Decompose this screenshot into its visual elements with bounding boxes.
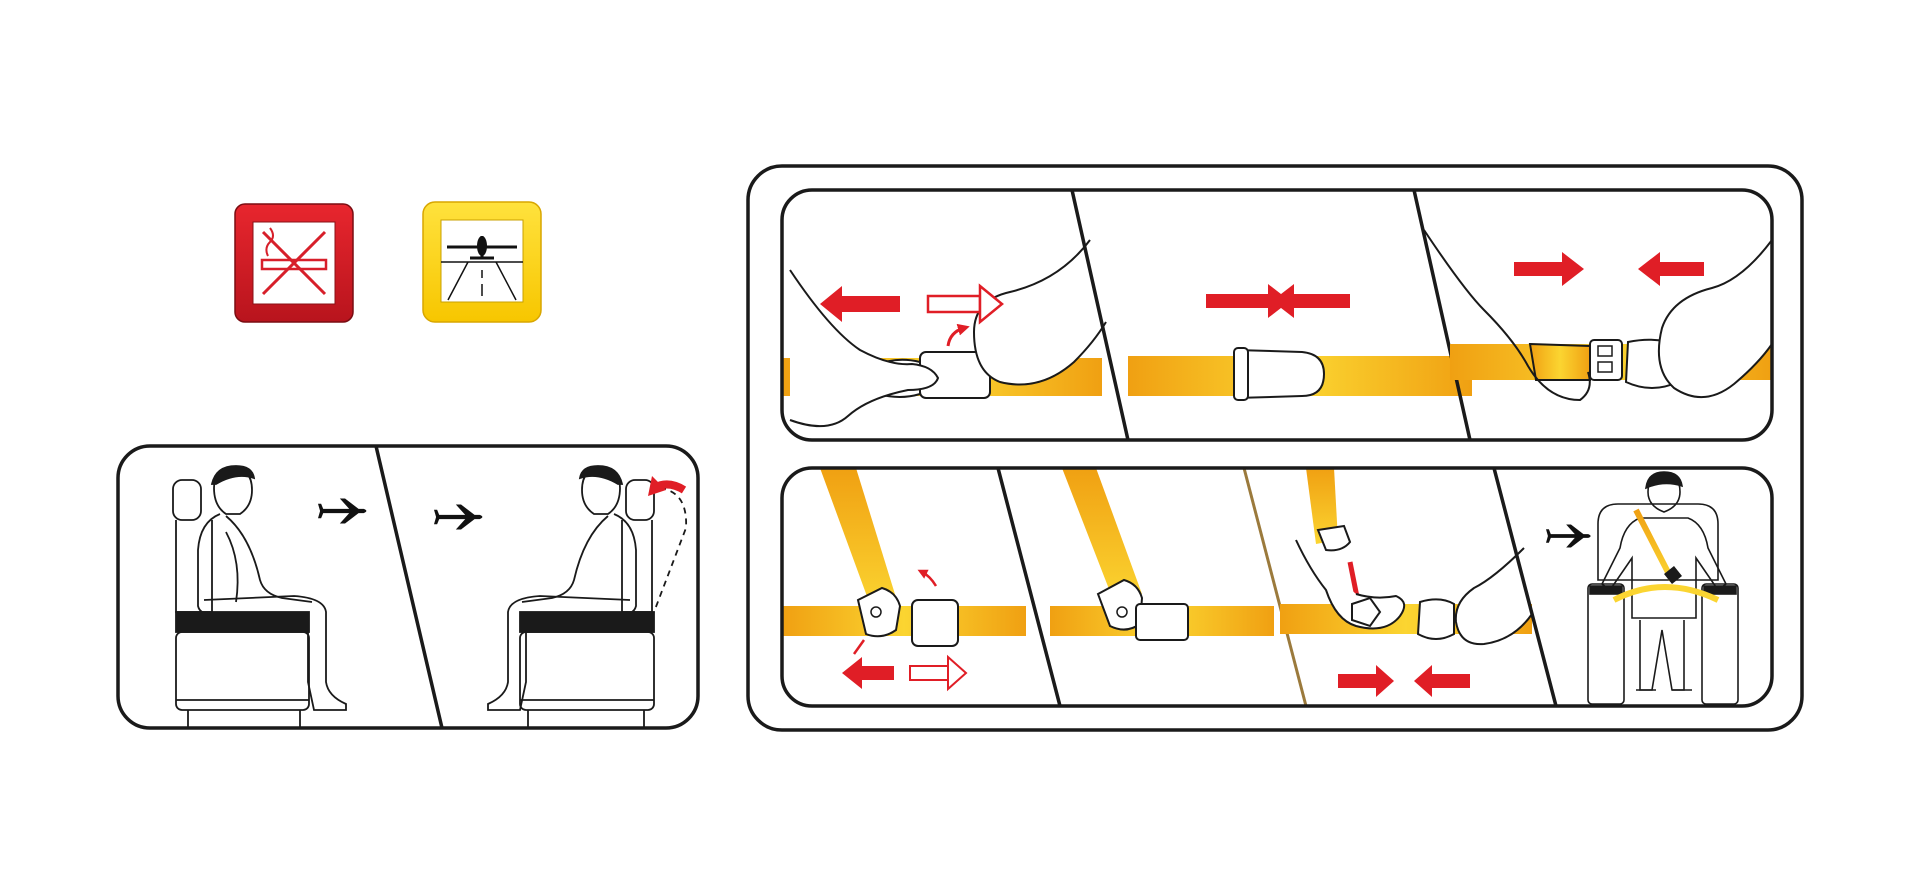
airplane-takeoff-landing-sign-icon (422, 201, 542, 323)
arrow-right-solid (1206, 294, 1270, 308)
fasten-lap-belt (1423, 229, 1772, 402)
unfasten-lap-belt (782, 239, 1107, 428)
arrow-right-solid (1338, 674, 1378, 688)
arrow-right-outline (909, 665, 951, 681)
shoulder-belt-fastened (1050, 468, 1274, 641)
shoulder-strap (1633, 508, 1675, 582)
seat-position-panel (116, 444, 700, 730)
seat-upright-during-flight (172, 465, 347, 728)
passenger-seated-belted (1587, 471, 1739, 705)
arrow-right-solid (1514, 262, 1564, 276)
unfasten-shoulder-belt (782, 468, 1026, 692)
arrow-left-solid (860, 666, 894, 680)
passenger-lap-strap (1612, 584, 1720, 603)
seat-back-raised-for-takeoff-landing (487, 465, 687, 728)
no-smoking-sign-icon (234, 203, 354, 323)
arrow-left-solid (1292, 294, 1350, 308)
lap-belt-panel (780, 188, 1774, 442)
arrow-right-outline (926, 294, 982, 314)
tighten-lap-belt (1128, 284, 1472, 401)
arrow-left-solid (1658, 262, 1704, 276)
shoulder-belt-panel (780, 466, 1774, 708)
arrow-left-solid (1430, 674, 1470, 688)
fasten-shoulder-belt (1280, 468, 1533, 697)
arrow-left-solid (842, 296, 900, 312)
